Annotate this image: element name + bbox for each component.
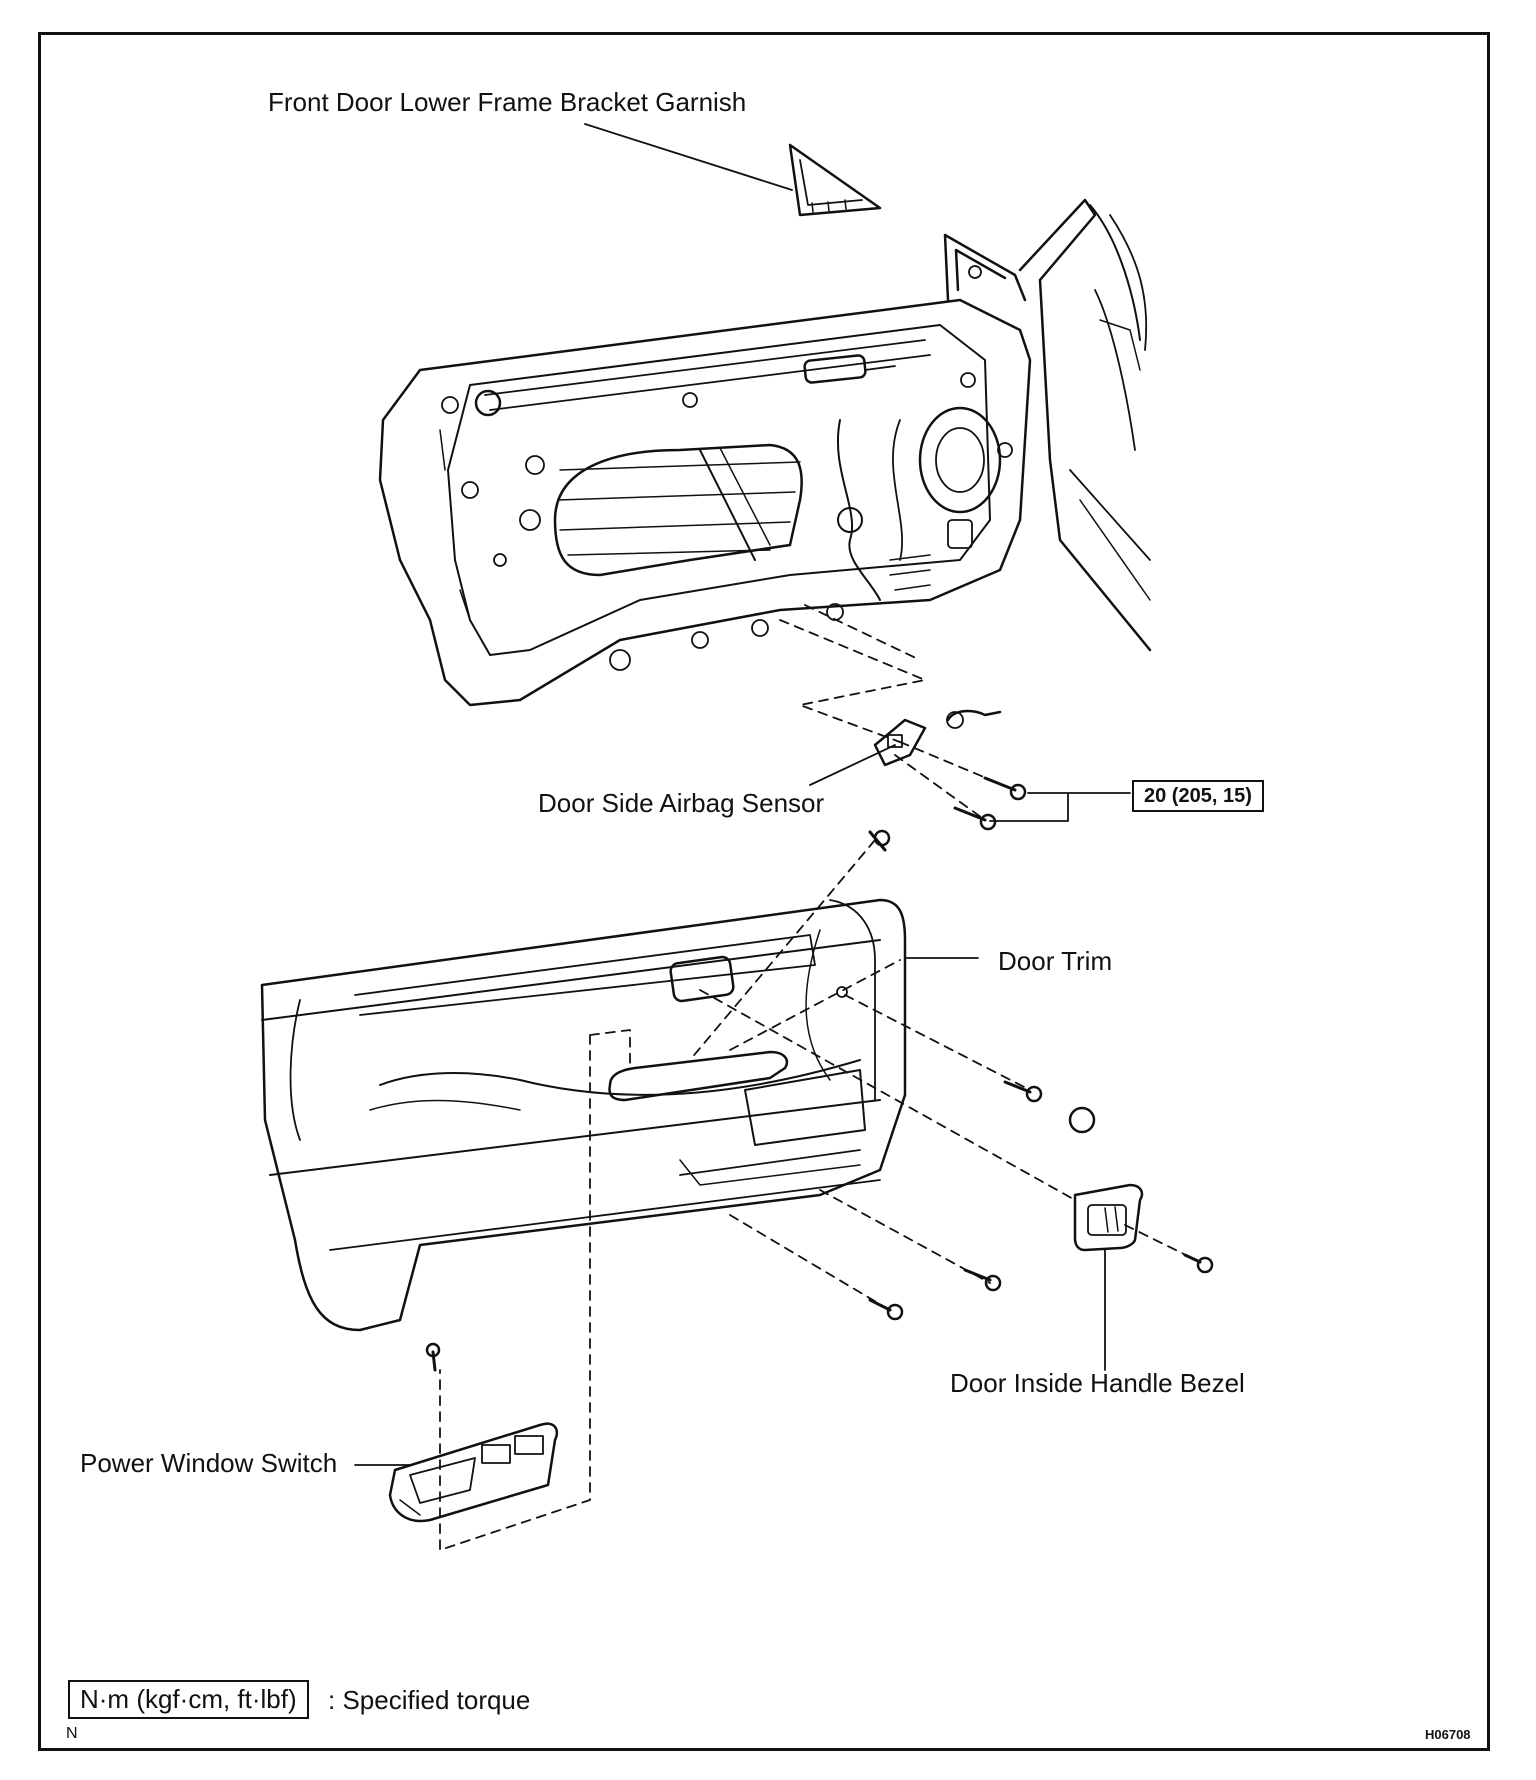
car-body-outline — [1018, 198, 1152, 652]
trim-screws — [425, 829, 1214, 1372]
garnish-part — [788, 143, 882, 217]
handle-bezel-part — [1073, 1183, 1144, 1252]
figure-id: H06708 — [1425, 1727, 1471, 1742]
airbag-sensor-leader — [809, 744, 896, 786]
wire-clip-part — [946, 709, 1002, 729]
sensor-assembly-lines — [779, 604, 1016, 821]
legend-unit-box: N·m (kgf·cm, ft·lbf) — [68, 1680, 309, 1720]
trim-assembly-lines — [439, 839, 1201, 1551]
label-power-window-switch: Power Window Switch — [80, 1448, 338, 1478]
torque-spec-box: 20 (205, 15) — [1132, 780, 1264, 812]
diagram-frame — [38, 32, 1490, 1751]
door-inner-panel — [378, 233, 1032, 707]
airbag-sensor-part — [873, 718, 927, 767]
label-door-trim: Door Trim — [998, 946, 1113, 976]
window-switch-part — [388, 1422, 559, 1523]
legend-description: : Specified torque — [328, 1685, 531, 1715]
garnish-leader — [584, 123, 793, 191]
label-door-inside-handle-bezel: Door Inside Handle Bezel — [950, 1368, 1245, 1398]
label-door-side-airbag-sensor: Door Side Airbag Sensor — [538, 788, 825, 818]
torque-bracket — [989, 792, 1131, 822]
label-frame-bracket-garnish: Front Door Lower Frame Bracket Garnish — [268, 87, 747, 117]
corner-mark-n: N — [66, 1725, 78, 1742]
trim-clip — [1068, 1106, 1096, 1134]
door-trim-panel — [260, 898, 907, 1332]
